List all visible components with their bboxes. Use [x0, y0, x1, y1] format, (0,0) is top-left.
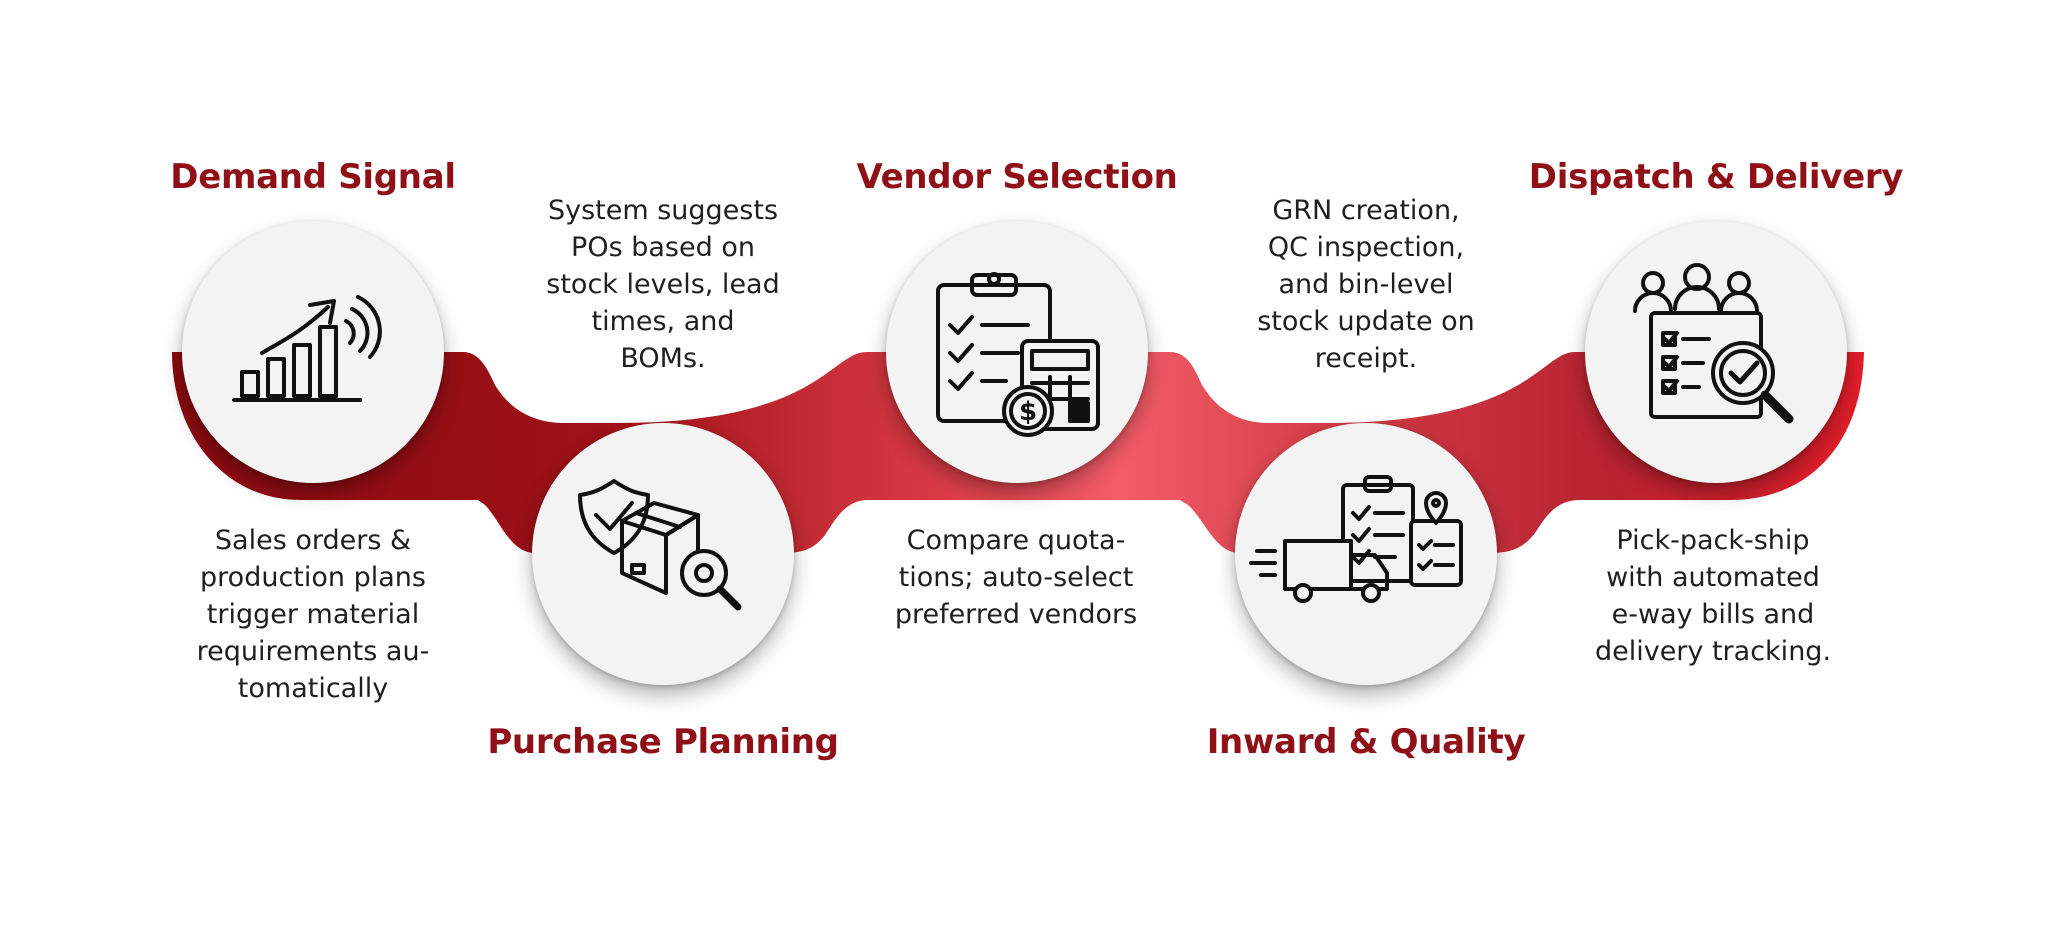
step-title-vendor-selection: Vendor Selection — [856, 157, 1178, 197]
clipboard-calculator-icon: $ — [936, 272, 1100, 437]
step-title-demand-signal: Demand Signal — [170, 157, 456, 197]
truck-checklist-icon — [1249, 475, 1463, 603]
shield-box-gear-icon — [578, 479, 742, 611]
step-circle-vendor-selection: $ — [886, 221, 1148, 483]
growth-chart-icon — [232, 295, 382, 402]
step-description-inward-and-quality: GRN creation, QC inspection, and bin-lev… — [1257, 195, 1475, 374]
step-description-demand-signal: Sales orders & production plans trigger … — [196, 525, 430, 704]
step-title-purchase-planning: Purchase Planning — [487, 722, 839, 762]
step-circle-purchase-planning — [532, 423, 794, 685]
step-title-dispatch-and-delivery: Dispatch & Delivery — [1528, 157, 1904, 197]
step-circle-demand-signal — [182, 221, 444, 483]
svg-text:$: $ — [1019, 397, 1037, 427]
step-circle-inward-and-quality — [1235, 423, 1497, 685]
step-description-dispatch-and-delivery: Pick-pack-ship with automated e-way bill… — [1594, 525, 1832, 667]
step-circle-dispatch-and-delivery — [1585, 221, 1847, 483]
team-checklist-search-icon — [1633, 263, 1794, 424]
step-description-purchase-planning: System suggests POs based on stock level… — [546, 195, 780, 374]
step-description-vendor-selection: Compare quota- tions; auto-select prefer… — [894, 525, 1138, 630]
step-title-inward-and-quality: Inward & Quality — [1206, 722, 1526, 762]
